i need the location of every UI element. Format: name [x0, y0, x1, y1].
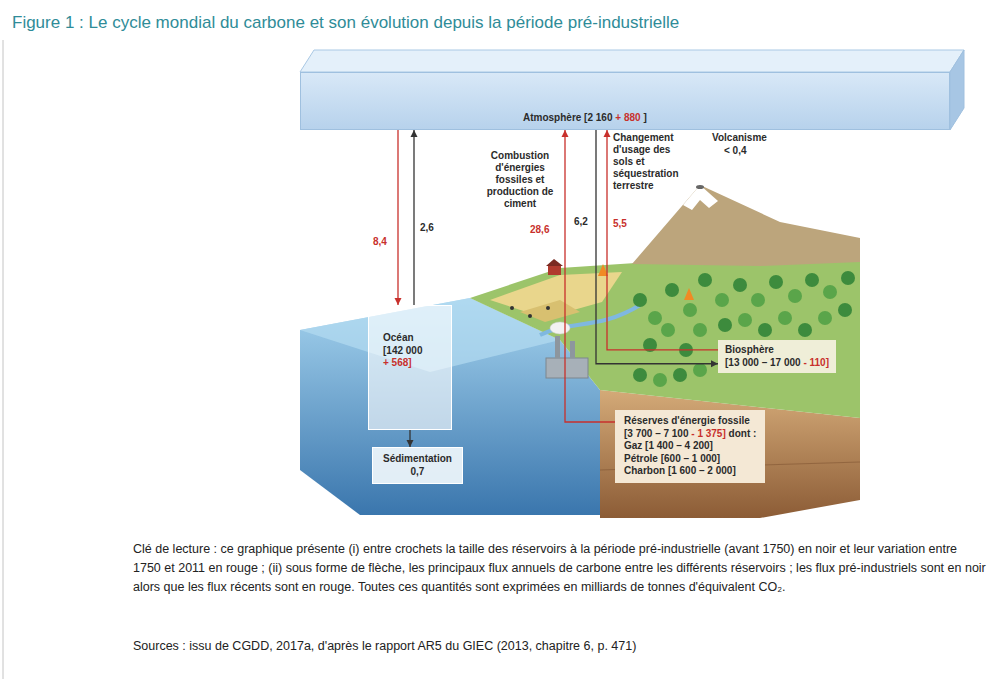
text-line: Charbon [1 600 – 2 000] [624, 465, 756, 478]
flux-value: 28,6 [530, 224, 549, 236]
node-text: dont : [729, 428, 757, 439]
text-line: Pétrole [600 – 1 000] [624, 453, 756, 466]
smoke [550, 322, 570, 334]
node-text: 0,7 [411, 466, 425, 477]
land-surface [470, 248, 860, 418]
farmhouse [548, 266, 561, 275]
biosphere-box: Biosphère [13 000 – 17 000- 110] [718, 340, 836, 373]
node-text: Biosphère [725, 344, 774, 355]
flow-line [596, 130, 718, 364]
flow-line [397, 130, 398, 305]
node-text: + 568] [383, 357, 412, 368]
text-line: Sédimentation [383, 453, 452, 466]
arrowhead [604, 130, 611, 137]
figure-title: Figure 1 : Le cycle mondial du carbone e… [12, 12, 987, 33]
cattle [546, 306, 550, 310]
atmosphere-band: Atmosphère [2 160+ 880] [300, 72, 950, 130]
text-line: Atmosphère [2 160+ 880] [523, 112, 949, 125]
fossil-reserves-box: Réserves d'énergie fossile [3 700 – 7 100… [615, 410, 765, 483]
node-text: Gaz [1 400 – 4 200] [624, 440, 713, 451]
flux-value: 5,5 [613, 218, 627, 230]
flow-arrow [411, 130, 418, 305]
node-text: [3 700 – 7 100 [624, 428, 689, 439]
cattle [528, 314, 532, 318]
flux-label: Combustion d'énergies fossiles et produc… [480, 150, 560, 210]
text-line: [3 700 – 7 100- 1 375] dont : [624, 428, 756, 441]
arrowhead [562, 130, 569, 137]
fire [684, 288, 694, 300]
atmosphere-top [300, 50, 964, 72]
flux-value: 8,4 [373, 236, 387, 248]
node-text: Pétrole [600 – 1 000] [624, 453, 720, 464]
flow-arrow [604, 130, 719, 350]
cattle [510, 306, 514, 310]
ocean-reservoir: Océan [142 000+ 568] [368, 305, 452, 430]
river [540, 305, 640, 335]
arrowhead [711, 360, 718, 367]
text-line: + 568] [383, 357, 447, 370]
flux-value: 6,2 [574, 216, 588, 228]
factory [546, 358, 588, 378]
atmosphere-side [950, 50, 964, 130]
node-text: [142 000 [383, 345, 422, 356]
node-text: + 880 [615, 112, 640, 123]
node-text: ] [643, 112, 646, 123]
flux-value: 2,6 [420, 222, 434, 234]
frame-line [3, 40, 4, 679]
text-line: Océan [383, 332, 447, 345]
flow-arrow [596, 130, 718, 367]
text-line: Réserves d'énergie fossile [624, 415, 756, 428]
field [520, 300, 580, 322]
flow-line [413, 130, 414, 305]
mountain [632, 185, 860, 266]
arrowhead [407, 440, 414, 447]
ocean-body [300, 298, 600, 515]
text-line: [13 000 – 17 000- 110] [725, 357, 829, 370]
node-text: Atmosphère [2 160 [523, 112, 612, 123]
text-line: Biosphère [725, 344, 829, 357]
flow-arrow [407, 430, 414, 447]
forest [648, 285, 837, 387]
text-line: 0,7 [383, 466, 452, 479]
node-text: Océan [383, 332, 414, 343]
node-text: Sédimentation [383, 453, 452, 464]
text-line: Gaz [1 400 – 4 200] [624, 440, 756, 453]
chimney [555, 336, 560, 358]
node-text: - 110] [803, 357, 829, 368]
volcano-value: < 0,4 [724, 145, 747, 157]
arrowhead [395, 298, 402, 305]
flow-line [607, 130, 718, 350]
sedimentation-box: Sédimentation 0,7 [372, 447, 463, 484]
arrowhead [411, 130, 418, 137]
forest [633, 271, 855, 382]
flow-arrow [395, 130, 402, 305]
source-note: Sources : issu de CGDD, 2017a, d'après l… [133, 637, 988, 655]
chimney [570, 341, 575, 358]
flux-label: Changement d'usage des sols et séquestra… [613, 132, 691, 192]
text-line: [142 000 [383, 345, 447, 358]
node-text: Réserves d'énergie fossile [624, 415, 750, 426]
farmhouse-roof [546, 259, 563, 266]
figure-caption: Clé de lecture : ce graphique présente (… [133, 540, 988, 597]
volcano-label: Volcanisme [712, 132, 767, 144]
node-text: [13 000 – 17 000 [725, 357, 801, 368]
snow-cap [683, 185, 718, 210]
crater [696, 185, 704, 189]
node-text: - 1 375] [691, 428, 725, 439]
node-text: Charbon [1 600 – 2 000] [624, 465, 736, 476]
